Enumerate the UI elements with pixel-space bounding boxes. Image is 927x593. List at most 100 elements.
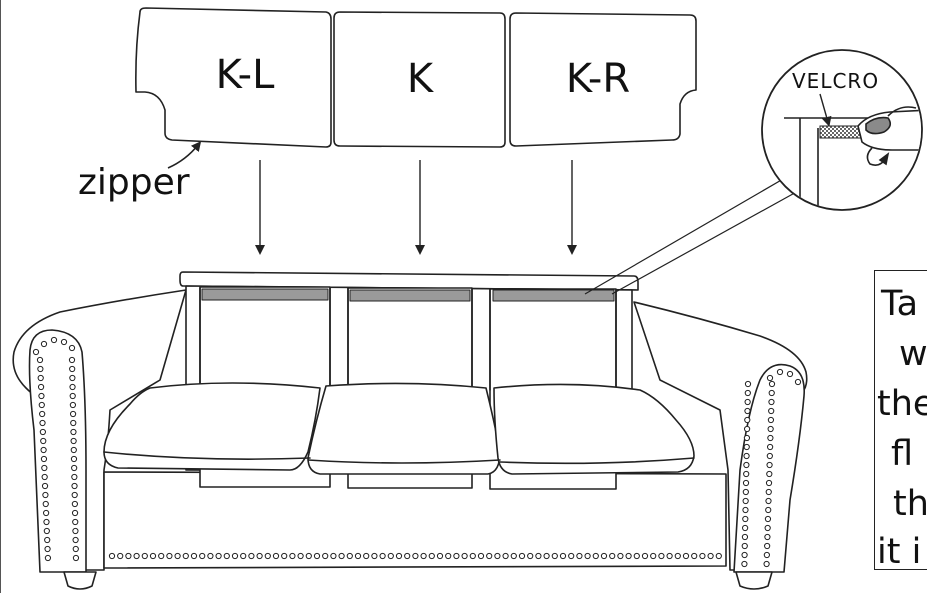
nailhead (133, 552, 140, 560)
nailhead (40, 455, 48, 463)
nailhead (766, 461, 773, 469)
left-frame-border (0, 0, 1, 593)
nailhead (125, 552, 132, 560)
nailhead (215, 552, 222, 560)
nailhead (223, 552, 230, 560)
nailhead (297, 552, 304, 560)
nailhead (477, 552, 485, 560)
nailhead (559, 552, 567, 560)
nailhead (36, 356, 44, 364)
nailhead (69, 383, 76, 391)
sofa-back-rail (179, 271, 639, 291)
magnifier-pointer-line-2 (611, 189, 801, 295)
note-line-4: fl (891, 434, 914, 474)
nailhead (231, 552, 239, 560)
nailhead (453, 552, 460, 560)
nailhead (71, 491, 78, 499)
nailhead (768, 398, 775, 406)
nailhead (50, 336, 58, 344)
velcro-strip-k-r (492, 289, 615, 302)
nailhead (743, 434, 751, 442)
nailhead (60, 338, 68, 346)
nailhead (199, 552, 206, 560)
nailhead (707, 552, 714, 560)
nailhead (741, 560, 748, 568)
nailhead (744, 407, 751, 415)
nailhead (764, 533, 771, 541)
magnifier-pointer-line-1 (584, 174, 791, 295)
nailhead (794, 378, 802, 386)
nailhead (264, 552, 271, 560)
nailhead (765, 479, 773, 487)
nailhead (742, 524, 749, 532)
cushion-label-k-l: K-L (216, 52, 275, 98)
nailhead (70, 455, 78, 463)
nailhead (510, 552, 517, 560)
nailhead (766, 470, 773, 478)
nailhead (39, 428, 46, 436)
nailhead (742, 488, 749, 496)
nailhead (584, 552, 591, 560)
nailhead (69, 401, 77, 409)
nailhead (768, 407, 775, 415)
nailhead (70, 446, 77, 454)
nailhead (412, 552, 419, 560)
cushion-cover-k (333, 11, 506, 148)
sofa-illustration (12, 271, 808, 590)
nailhead (313, 552, 321, 560)
nailhead (240, 552, 247, 560)
nailhead (38, 401, 45, 409)
nailhead (363, 552, 370, 560)
nailhead (43, 527, 50, 535)
nailhead (765, 497, 772, 505)
nailhead (43, 509, 50, 517)
nailhead (768, 380, 776, 388)
nailhead (272, 552, 280, 560)
nailhead (68, 344, 76, 352)
zipper-arrow (167, 141, 202, 169)
nailhead (420, 552, 427, 560)
nailhead (742, 515, 749, 523)
nailhead (674, 552, 681, 560)
nailhead (445, 552, 452, 560)
nailhead (767, 443, 774, 451)
nailhead (766, 374, 774, 382)
velcro-label: VELCRO (792, 69, 879, 93)
nailhead (699, 552, 706, 560)
nailhead (69, 365, 76, 373)
nailhead (744, 425, 751, 433)
nailhead (322, 552, 329, 560)
nailhead (248, 552, 255, 560)
nailhead (766, 452, 773, 460)
nailhead (404, 552, 411, 560)
nailhead (494, 552, 501, 560)
nailhead (37, 374, 44, 382)
nailhead (40, 437, 47, 445)
nailhead (32, 348, 40, 356)
nailhead (70, 428, 77, 436)
nailhead (72, 554, 80, 562)
nailhead (108, 552, 116, 560)
nailhead (502, 552, 509, 560)
nailhead (743, 443, 750, 451)
nailhead (72, 518, 79, 526)
nailhead (592, 552, 599, 560)
nailhead (43, 518, 50, 526)
nailhead (543, 552, 550, 560)
nailhead (346, 552, 353, 560)
nailhead (72, 536, 79, 544)
nailhead (518, 552, 526, 560)
note-line-2: w (899, 334, 927, 374)
seat-cushion-right (493, 383, 695, 475)
nailhead (767, 416, 775, 424)
nailhead (44, 554, 52, 562)
nailhead (141, 552, 148, 560)
nailhead (765, 488, 772, 496)
nailhead (69, 410, 77, 418)
nailhead (190, 552, 198, 560)
nailhead (37, 365, 44, 373)
nailhead (461, 552, 468, 560)
nailhead (551, 552, 558, 560)
nailhead (741, 551, 748, 559)
nailhead (763, 551, 770, 559)
